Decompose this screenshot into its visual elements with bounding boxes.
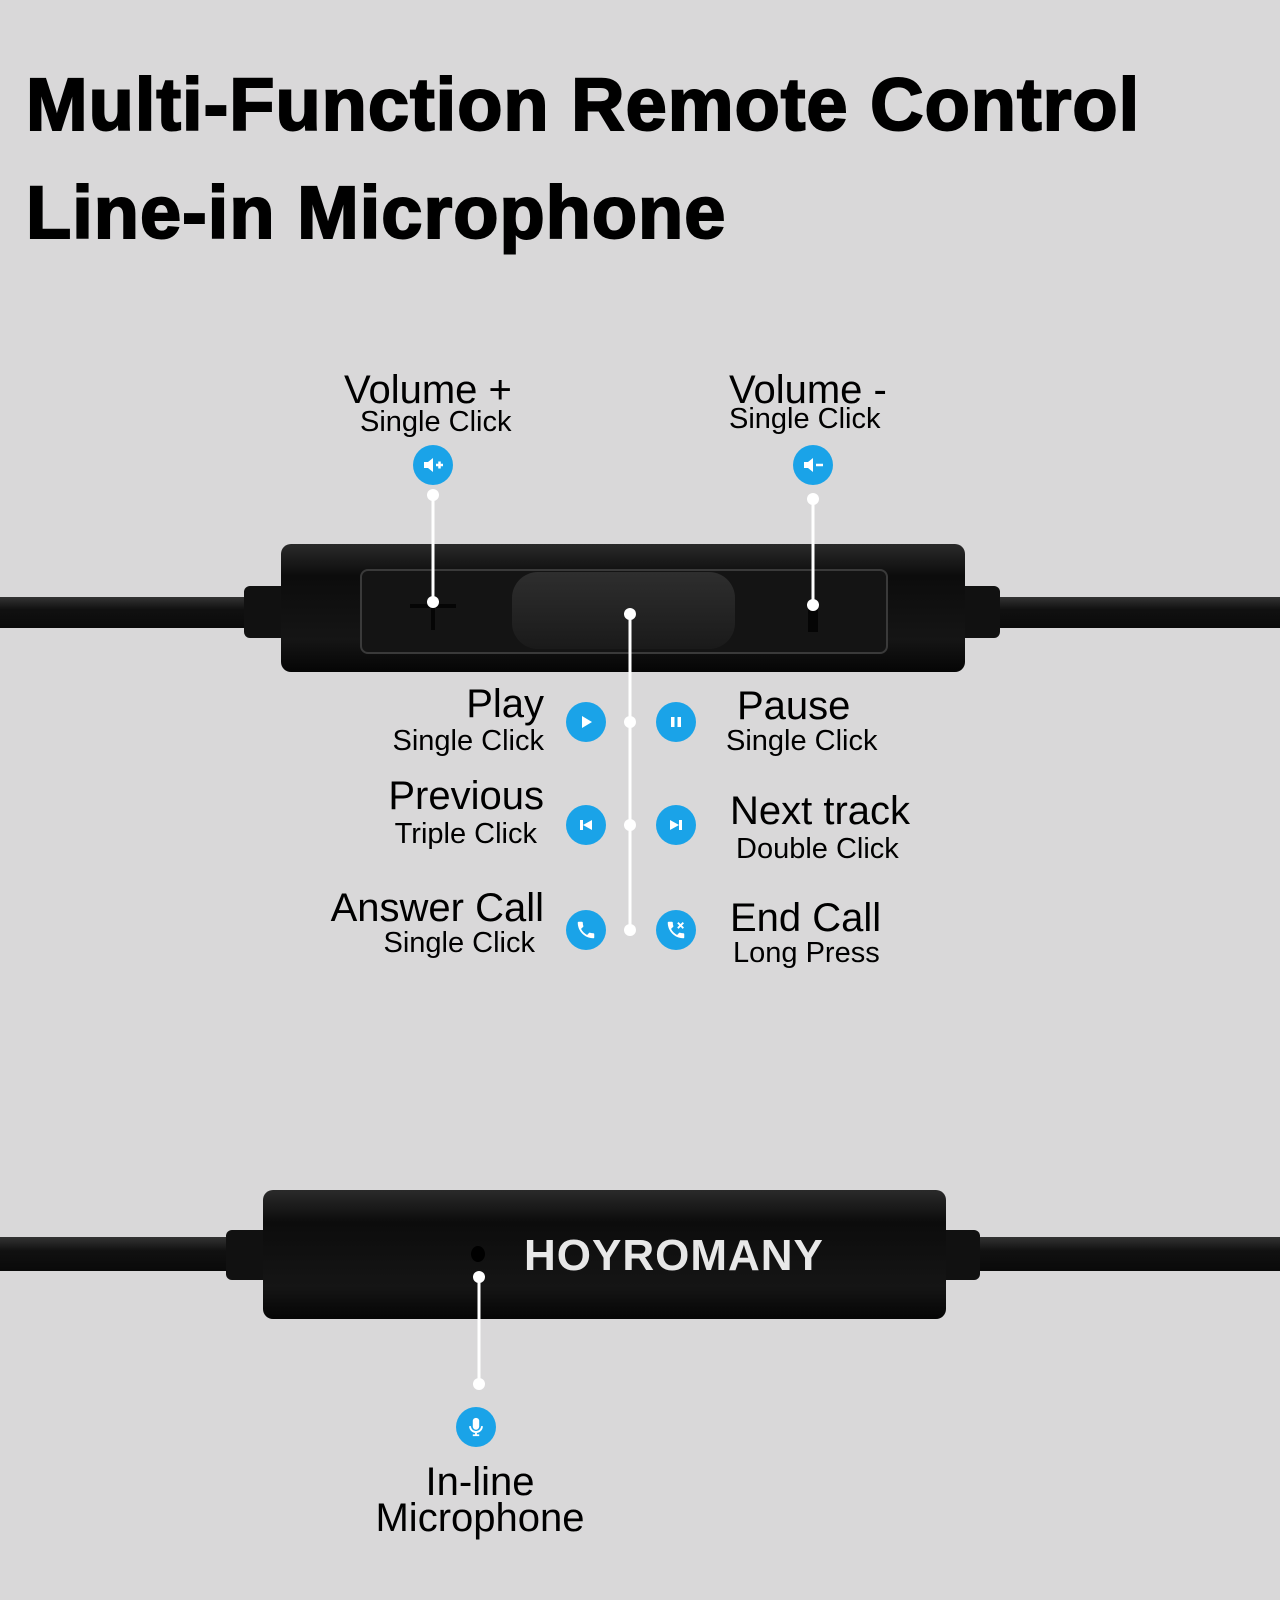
phone-icon xyxy=(566,910,606,950)
next-track-action: Double Click xyxy=(736,833,899,865)
center-pointer-line xyxy=(628,614,632,930)
volume-up-icon xyxy=(413,445,453,485)
play-icon xyxy=(566,702,606,742)
next-track-label: Next track xyxy=(730,789,911,833)
previous-action: Triple Click xyxy=(394,818,537,850)
end-call-label: End Call xyxy=(730,896,882,940)
volume-up-pointer-line xyxy=(431,495,435,602)
next-track-icon xyxy=(656,805,696,845)
answer-call-action: Single Click xyxy=(383,927,536,959)
volume-up-label: Volume + xyxy=(344,368,512,412)
end-call-icon xyxy=(656,910,696,950)
pause-label: Pause xyxy=(737,684,851,728)
previous-label: Previous xyxy=(388,774,544,818)
end-call-action: Long Press xyxy=(733,937,880,969)
microphone-icon xyxy=(456,1407,496,1447)
volume-up-action: Single Click xyxy=(360,406,512,438)
pointer-dot xyxy=(427,596,439,608)
microphone-module-body xyxy=(263,1190,946,1319)
pointer-dot xyxy=(807,599,819,611)
pointer-dot xyxy=(473,1378,485,1390)
brand-logo: HOYROMANY xyxy=(524,1231,824,1280)
pointer-dot xyxy=(624,924,636,936)
pointer-dot xyxy=(807,493,819,505)
microphone-label-line-2: Microphone xyxy=(375,1496,585,1540)
center-button xyxy=(512,572,735,649)
previous-track-icon xyxy=(566,805,606,845)
plus-mark-vertical xyxy=(431,590,435,630)
pointer-dot xyxy=(624,819,636,831)
microphone-pointer-line xyxy=(477,1277,481,1384)
pause-action: Single Click xyxy=(726,725,878,757)
volume-down-action: Single Click xyxy=(729,403,881,435)
title-line-2: Line-in Microphone xyxy=(25,170,727,255)
play-label: Play xyxy=(466,682,544,726)
answer-call-label: Answer Call xyxy=(330,886,544,930)
volume-down-pointer-line xyxy=(811,499,815,605)
pointer-dot xyxy=(427,489,439,501)
microphone-hole xyxy=(471,1246,485,1262)
pointer-dot xyxy=(624,608,636,620)
volume-down-label: Volume - xyxy=(729,368,887,412)
play-action: Single Click xyxy=(392,725,545,757)
pointer-dot xyxy=(624,716,636,728)
volume-down-icon xyxy=(793,445,833,485)
pointer-dot xyxy=(473,1271,485,1283)
pause-icon xyxy=(656,702,696,742)
microphone-label-line-1: In-line xyxy=(425,1460,535,1504)
minus-mark xyxy=(808,602,818,632)
title-line-1: Multi-Function Remote Control xyxy=(25,62,1141,147)
